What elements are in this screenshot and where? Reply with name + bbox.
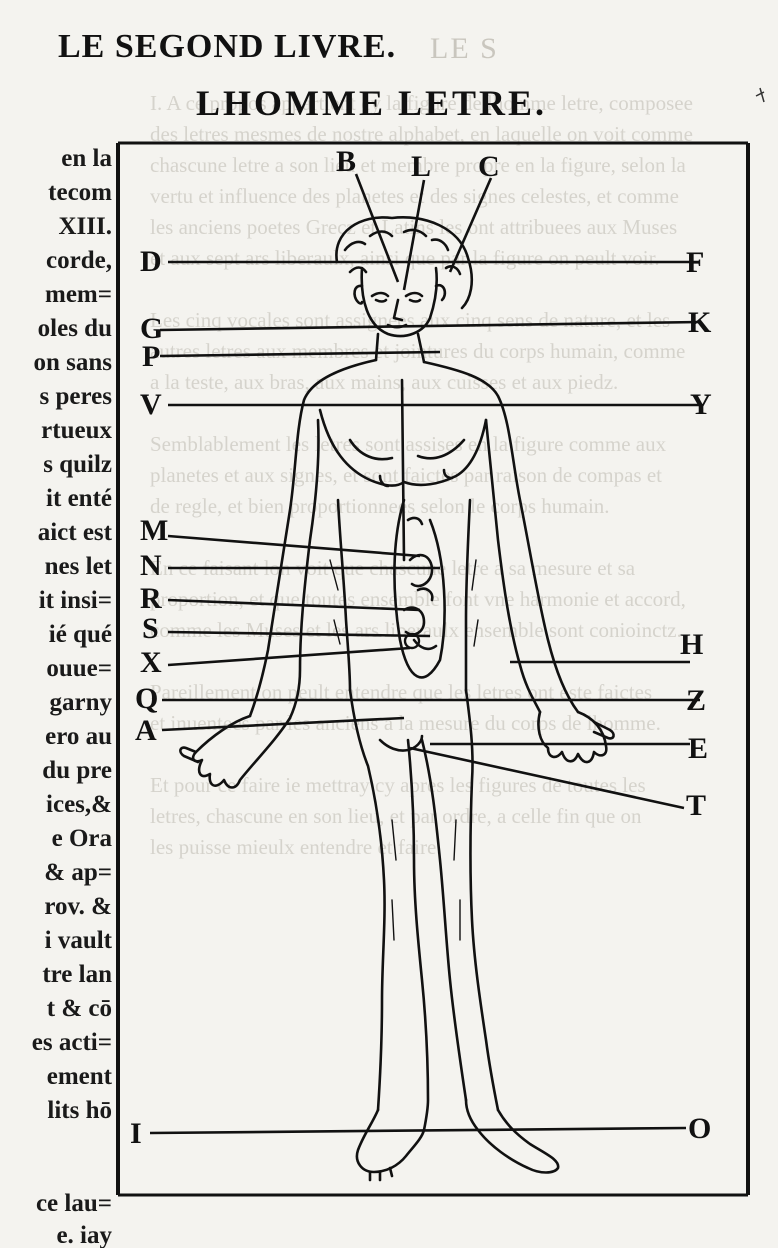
label-i: I	[130, 1117, 142, 1150]
label-d: D	[140, 245, 162, 278]
label-b: B	[336, 145, 356, 178]
label-z: Z	[686, 684, 706, 717]
label-x: X	[140, 646, 162, 679]
margin-mark	[756, 88, 764, 102]
label-s: S	[142, 612, 159, 645]
ray-g-k	[160, 322, 700, 330]
label-o: O	[688, 1112, 711, 1145]
ray-l	[404, 180, 424, 290]
ray-s	[168, 632, 430, 636]
label-m: M	[140, 514, 168, 547]
label-a: A	[135, 714, 157, 747]
human-figure	[180, 217, 613, 1180]
ray-i-o	[150, 1128, 686, 1133]
label-q: Q	[135, 682, 158, 715]
label-t: T	[686, 789, 706, 822]
label-f: F	[686, 246, 704, 279]
label-c: C	[478, 150, 500, 183]
ray-c	[450, 178, 491, 272]
ray-x	[168, 648, 410, 665]
ray-m	[168, 536, 420, 556]
label-r: R	[140, 582, 162, 615]
label-v: V	[140, 388, 162, 421]
label-h: H	[680, 628, 703, 661]
ray-r	[168, 600, 420, 610]
label-l: L	[411, 150, 431, 183]
letter-rays	[150, 174, 700, 1133]
label-e: E	[688, 732, 708, 765]
label-n: N	[140, 549, 162, 582]
label-k: K	[688, 306, 712, 339]
ray-t	[410, 748, 684, 808]
ray-b	[356, 174, 398, 282]
label-p: P	[142, 340, 160, 373]
ray-p	[160, 352, 440, 356]
label-y: Y	[690, 388, 712, 421]
